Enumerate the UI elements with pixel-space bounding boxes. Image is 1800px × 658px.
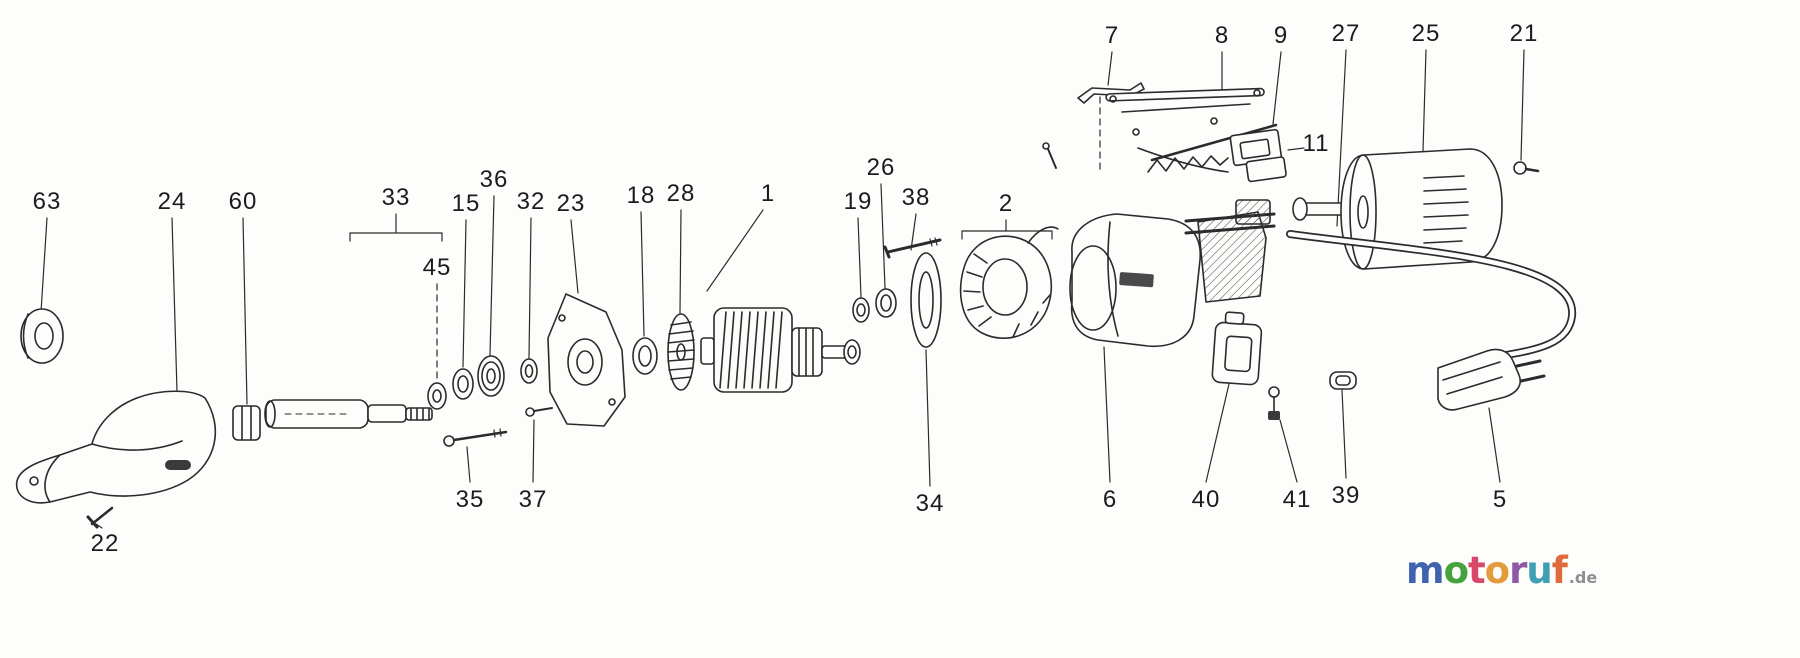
part-label-26: 26 (866, 154, 896, 181)
part-7-lever-drawing (1077, 82, 1145, 104)
logo-letter: o (1443, 549, 1469, 592)
part-label-63: 63 (32, 188, 62, 215)
part-22-screw-drawing (86, 506, 114, 529)
part-label-36: 36 (479, 166, 509, 193)
part-41-screw-drawing (1268, 386, 1280, 420)
part-label-24: 24 (157, 188, 187, 215)
logo-letter: f (1551, 549, 1568, 592)
part-label-33: 33 (381, 184, 411, 211)
part-15-washer-drawing (452, 368, 474, 400)
part-5-plug-drawing (1437, 348, 1546, 411)
part-28-fan-drawing (667, 313, 695, 391)
part-35-screw-drawing (443, 428, 508, 447)
part-24-handle-drawing (15, 390, 217, 504)
part-6-motor-housing-drawing (1069, 213, 1202, 348)
clip-drawing (1042, 142, 1057, 169)
part-label-25: 25 (1411, 20, 1441, 47)
part-label-2: 2 (998, 190, 1014, 217)
part-label-32: 32 (516, 188, 546, 215)
part-label-23: 23 (556, 190, 586, 217)
part-11-brush-set-drawing (1132, 117, 1287, 183)
part-63-ring-drawing (20, 308, 64, 364)
part-9-rod-drawing (1150, 123, 1278, 162)
part-label-35: 35 (455, 486, 485, 513)
part-18-bearing-drawing (632, 337, 658, 375)
part-label-40: 40 (1191, 486, 1221, 513)
logo-letter: u (1526, 549, 1552, 592)
part-label-9: 9 (1273, 22, 1289, 49)
brush-bridge-drawing (1184, 199, 1276, 303)
part-label-1: 1 (760, 180, 776, 207)
part-label-22: 22 (90, 530, 120, 557)
part-27-cable-drawing (1286, 230, 1577, 376)
part-label-27: 27 (1331, 20, 1361, 47)
part-label-39: 39 (1331, 482, 1361, 509)
part-37-screw-drawing (525, 407, 553, 417)
part-label-8: 8 (1214, 22, 1230, 49)
part-60-nut-drawing (232, 405, 261, 441)
logo-letter: r (1509, 549, 1527, 592)
part-38-bolt-drawing (883, 237, 942, 259)
part-33-spindle-drawing (264, 399, 433, 429)
part-36-bearing-drawing (477, 355, 505, 397)
part-label-41: 41 (1282, 486, 1312, 513)
part-label-7: 7 (1104, 22, 1120, 49)
part-26-ring-drawing (875, 288, 897, 318)
part-19-ring-drawing (852, 297, 870, 323)
part-8-strip-drawing (1105, 87, 1265, 113)
part-label-21: 21 (1509, 20, 1539, 47)
part-label-34: 34 (915, 490, 945, 517)
part-40-switch-drawing (1211, 311, 1263, 386)
part-label-38: 38 (901, 184, 931, 211)
part-1-armature-drawing (700, 307, 861, 393)
part-2-stator-drawing (959, 226, 1059, 340)
logo-letter: t (1467, 549, 1486, 592)
part-label-60: 60 (228, 188, 258, 215)
part-label-11: 11 (1302, 130, 1330, 157)
part-label-15: 15 (451, 190, 481, 217)
part-39-grommet-drawing (1329, 371, 1357, 390)
part-23-bearing-plate-drawing (547, 293, 626, 427)
logo-tld: .de (1568, 568, 1598, 587)
part-label-28: 28 (666, 180, 696, 207)
part-label-6: 6 (1102, 486, 1118, 513)
part-25-rear-cover-drawing (1292, 148, 1503, 270)
logo-letter: o (1484, 549, 1510, 592)
part-21-screw-drawing (1513, 161, 1540, 175)
part-label-19: 19 (843, 188, 873, 215)
motoruf-logo: motoruf.de (1406, 552, 1597, 589)
leader-lines (40, 49, 1525, 529)
part-label-45: 45 (422, 254, 452, 281)
part-32-spacer-drawing (520, 358, 538, 384)
part-label-37: 37 (518, 486, 548, 513)
part-45-washer-drawing (427, 382, 447, 410)
logo-letter: m (1406, 549, 1445, 592)
part-label-18: 18 (626, 182, 656, 209)
part-34-gasket-drawing (910, 252, 942, 348)
part-label-5: 5 (1492, 486, 1508, 513)
